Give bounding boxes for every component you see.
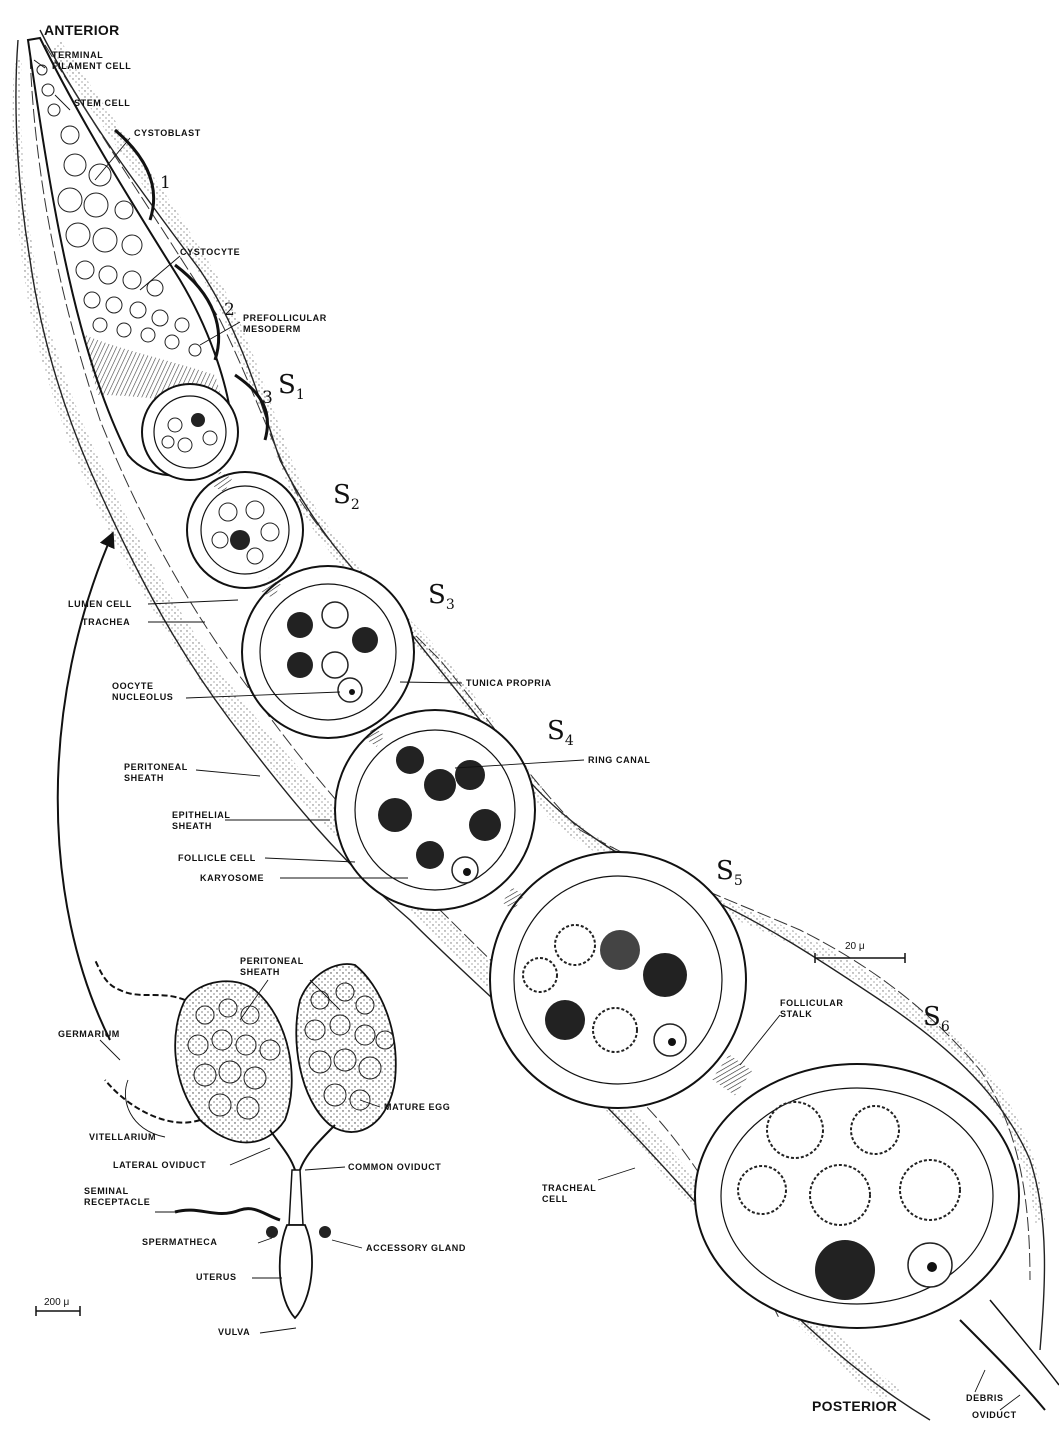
inset-label-mature-egg: MATURE EGG [384,1102,450,1113]
follicle-s4 [335,710,535,910]
label-epithelial-sheath: EPITHELIAL SHEATH [172,810,231,832]
label-anterior: ANTERIOR [44,22,120,38]
inset-germarium-thread [95,960,185,1000]
follicle-s1 [142,384,238,480]
inset-label-lateral-oviduct: LATERAL OVIDUCT [113,1160,206,1171]
label-trachea: TRACHEA [82,617,130,628]
region-number-3: 3 [262,388,273,408]
label-terminal-filament-cell: TERMINAL FILAMENT CELL [52,50,131,72]
label-stem-cell: STEM CELL [74,98,130,109]
follicle-s2 [187,472,303,588]
follicle-s6 [695,1064,1019,1328]
inset-common-oviduct [289,1170,303,1225]
label-tracheal-cell: TRACHEAL CELL [542,1183,596,1205]
stage-label-s4: S4 [547,716,574,749]
region-number-1: 1 [160,173,171,193]
label-karyosome: KARYOSOME [200,873,264,884]
label-follicular-stalk: FOLLICULAR STALK [780,998,844,1020]
label-follicle-cell: FOLLICLE CELL [178,853,256,864]
inset-spermatheca-right [319,1226,331,1238]
stage-label-s1: S1 [278,370,305,403]
inset-label-germarium: GERMARIUM [58,1029,120,1040]
label-oocyte-nucleolus: OOCYTE NUCLEOLUS [112,681,173,703]
inset-label-spermatheca: SPERMATHECA [142,1237,217,1248]
label-prefollicular-mesoderm: PREFOLLICULAR MESODERM [243,313,327,335]
label-lumen-cell: LUMEN CELL [68,599,132,610]
scale-label-inset: 200 μ [44,1297,69,1308]
inset-label-uterus: UTERUS [196,1272,237,1283]
inset-seminal-receptacle [175,1209,280,1220]
label-cystocyte: CYSTOCYTE [180,247,240,258]
stage-label-s5: S5 [716,856,743,889]
label-ring-canal: RING CANAL [588,755,651,766]
inset-lateral-oviduct-right [300,1125,335,1170]
label-tunica-propria: TUNICA PROPRIA [466,678,552,689]
label-cystoblast: CYSTOBLAST [134,128,201,139]
posterior-oviduct-2 [990,1300,1059,1385]
inset-label-peritoneal-sheath: PERITONEAL SHEATH [240,956,304,978]
scale-label-main: 20 μ [845,941,865,952]
stage-label-s3: S3 [428,580,455,613]
label-oviduct: OVIDUCT [972,1410,1017,1421]
inset-label-seminal-receptacle: SEMINAL RECEPTACLE [84,1186,150,1208]
label-peritoneal-sheath: PERITONEAL SHEATH [124,762,188,784]
stage-label-s2: S2 [333,480,360,513]
arrow-inset-to-ovariole [58,535,112,1040]
inset-label-accessory-gland: ACCESSORY GLAND [366,1243,466,1254]
label-debris: DEBRIS [966,1393,1004,1404]
inset-spermatheca-left [266,1226,278,1238]
label-posterior: POSTERIOR [812,1398,897,1414]
inset-label-vulva: VULVA [218,1327,250,1338]
follicle-s5 [490,852,746,1108]
inset-lateral-oviduct-left [270,1130,295,1170]
stage-label-s6: S6 [923,1002,950,1035]
inset-label-vitellarium: VITELLARIUM [89,1132,156,1143]
region-number-2: 2 [224,300,235,320]
inset-uterus [280,1225,312,1318]
inset-label-common-oviduct: COMMON OVIDUCT [348,1162,441,1173]
